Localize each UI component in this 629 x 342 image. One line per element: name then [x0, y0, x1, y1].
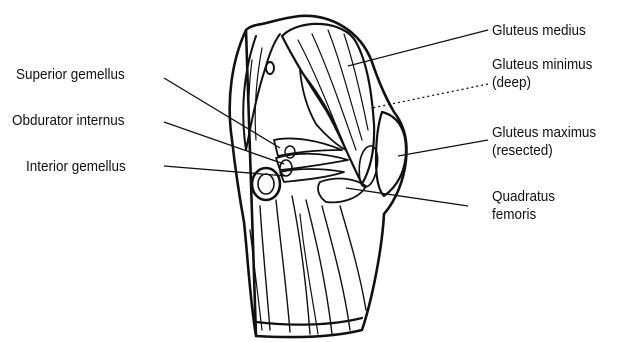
label-quadratus-femoris-line1: Quadratus: [492, 188, 555, 206]
label-gluteus-minimus-line1: Gluteus minimus: [492, 56, 592, 74]
label-interior-gemellus: Interior gemellus: [26, 158, 126, 176]
label-gluteus-minimus-line2: (deep): [492, 74, 592, 92]
label-quadratus-femoris-line2: femoris: [492, 206, 555, 224]
label-gluteus-maximus: Gluteus maximus (resected): [492, 124, 596, 160]
femoral-head: [252, 168, 280, 200]
inferior-gemellus-shape: [280, 169, 344, 182]
label-superior-gemellus: Superior gemellus: [16, 66, 125, 84]
leader-obdurator-internus: [164, 122, 284, 164]
label-gluteus-medius: Gluteus medius: [492, 22, 586, 40]
label-gluteus-maximus-line1: Gluteus maximus: [492, 124, 596, 142]
leader-gluteus-minimus: [372, 84, 488, 108]
hip-outline: [230, 16, 407, 337]
label-quadratus-femoris: Quadratus femoris: [492, 188, 555, 224]
leader-gluteus-maximus: [398, 140, 488, 156]
leader-superior-gemellus: [164, 78, 280, 148]
leader-gluteus-medius: [348, 30, 488, 66]
label-gluteus-minimus: Gluteus minimus (deep): [492, 56, 592, 92]
label-gluteus-maximus-line2: (resected): [492, 142, 596, 160]
gluteus-minimus-shape: [300, 70, 346, 150]
leader-quadratus-femoris: [346, 188, 468, 206]
label-obdurator-internus: Obdurator internus: [12, 112, 124, 130]
trochanter-knob: [266, 62, 274, 74]
